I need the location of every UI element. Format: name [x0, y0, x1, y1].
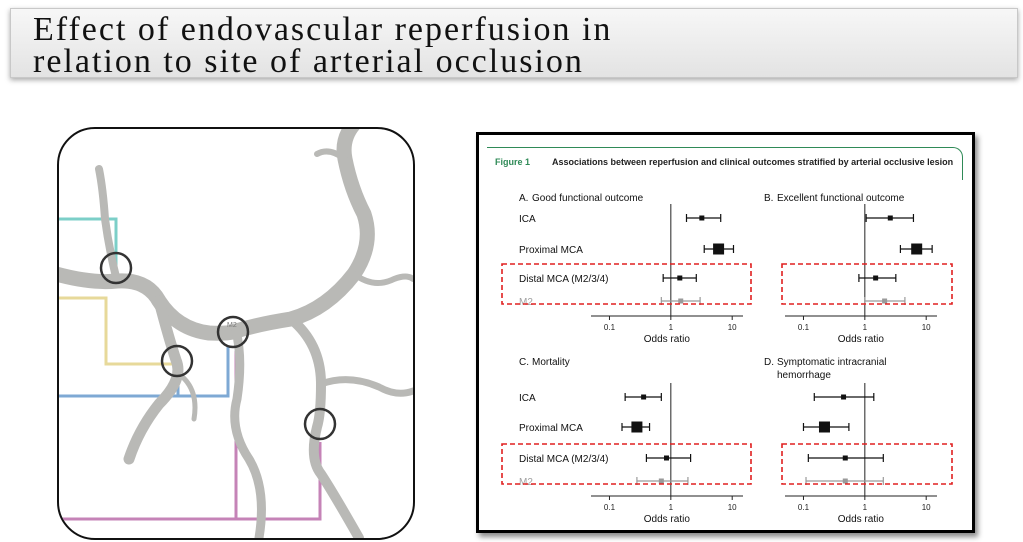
x-axis-label: Odds ratio	[644, 514, 691, 525]
row-label: ICA	[519, 214, 536, 225]
x-axis-tick-label: 1	[669, 323, 674, 332]
row-label: ICA	[519, 393, 536, 404]
panel-title-text: Symptomatic intracranial	[777, 357, 886, 368]
row-label: Proximal MCA	[519, 423, 583, 434]
odds-ratio-marker	[882, 298, 888, 304]
panel-title-text: Excellent functional outcome	[777, 193, 905, 204]
slide-title-line-2: relation to site of arterial occlusion	[33, 43, 584, 80]
x-axis-tick-label: 1	[863, 503, 868, 512]
odds-ratio-marker	[713, 243, 725, 255]
figure-caption: Associations between reperfusion and cli…	[552, 157, 954, 167]
panel-title-a: A.	[519, 193, 528, 204]
x-axis-tick-label: 1	[669, 503, 674, 512]
panel-title-text: Mortality	[532, 357, 570, 368]
m2-segment-label: M2	[227, 322, 237, 329]
proximal-mca-occlusion-site-marker	[160, 344, 194, 378]
row-label: M2	[519, 297, 533, 308]
odds-ratio-marker	[842, 478, 848, 484]
forest-plot-figure: Figure 1 Associations between reperfusio…	[476, 132, 975, 533]
odds-ratio-marker	[887, 215, 893, 221]
odds-ratio-marker	[677, 275, 683, 281]
x-axis-tick-label: 10	[922, 503, 931, 512]
odds-ratio-marker	[911, 243, 923, 255]
x-axis-tick-label: 10	[728, 503, 737, 512]
distal-mca-occlusion-site-marker	[303, 407, 337, 441]
x-axis-label: Odds ratio	[644, 334, 691, 345]
odds-ratio-marker	[664, 455, 670, 461]
proximal-mca-bracket-line	[59, 296, 174, 366]
x-axis-label: Odds ratio	[838, 334, 885, 345]
odds-ratio-marker	[631, 421, 643, 433]
distal-mca-bracket-line	[59, 347, 230, 398]
arterial-diagram-panel: M2	[57, 127, 415, 540]
panel-title-d: D.	[764, 357, 774, 368]
odds-ratio-marker	[678, 298, 684, 304]
distal-mca-highlight-box	[501, 443, 752, 485]
m2-bracket-line	[59, 351, 322, 521]
odds-ratio-marker	[842, 455, 848, 461]
panel-title-b: B.	[764, 193, 773, 204]
figure-header: Figure 1 Associations between reperfusio…	[487, 147, 963, 180]
x-axis-tick-label: 10	[728, 323, 737, 332]
ica-occlusion-site-marker	[99, 251, 133, 285]
x-axis-tick-label: 0.1	[604, 503, 616, 512]
x-axis-label: Odds ratio	[838, 514, 885, 525]
title-banner: Effect of endovascular reperfusion in re…	[10, 8, 1018, 80]
x-axis-tick-label: 10	[922, 323, 931, 332]
figure-label: Figure 1	[495, 157, 531, 167]
odds-ratio-marker	[658, 478, 664, 484]
artery-tree	[59, 129, 413, 538]
row-label: Distal MCA (M2/3/4)	[519, 274, 608, 285]
odds-ratio-marker	[873, 275, 879, 281]
panel-title-c: C.	[519, 357, 529, 368]
distal-mca-highlight-box	[501, 263, 752, 305]
odds-ratio-marker	[641, 394, 647, 400]
x-axis-tick-label: 0.1	[604, 323, 616, 332]
odds-ratio-marker	[699, 215, 705, 221]
distal-mca-highlight-box	[781, 443, 953, 485]
odds-ratio-marker	[841, 394, 847, 400]
m2-occlusion-site-marker	[216, 315, 250, 349]
row-label: M2	[519, 477, 533, 488]
x-axis-tick-label: 0.1	[798, 503, 810, 512]
slide-title-line-1: Effect of endovascular reperfusion in	[33, 11, 613, 48]
row-label: Proximal MCA	[519, 245, 583, 256]
distal-mca-highlight-box	[781, 263, 953, 305]
odds-ratio-marker	[818, 421, 830, 433]
row-label: Distal MCA (M2/3/4)	[519, 454, 608, 465]
x-axis-tick-label: 0.1	[798, 323, 810, 332]
panel-title-text: Good functional outcome	[532, 193, 644, 204]
ica-bracket-line	[59, 217, 118, 267]
x-axis-tick-label: 1	[863, 323, 868, 332]
arterial-diagram: M2	[59, 129, 413, 538]
panel-title-text: hemorrhage	[777, 370, 831, 381]
